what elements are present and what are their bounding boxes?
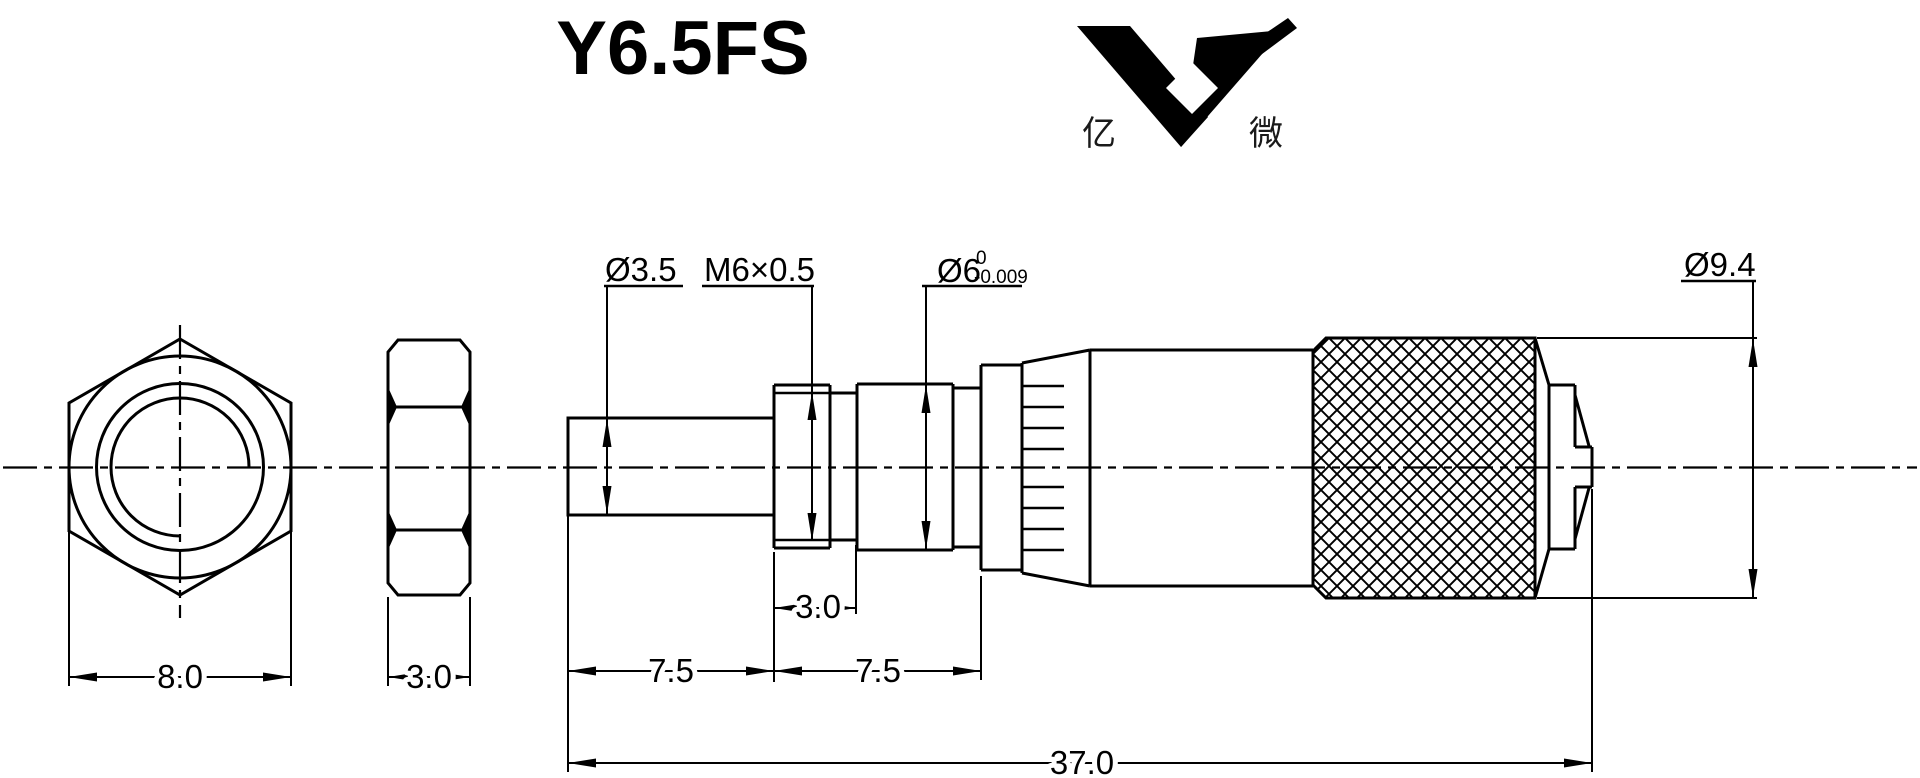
logo-diamond-hole <box>1166 62 1218 114</box>
dim-mid-length: 7.5 <box>774 576 982 694</box>
dim-hex-across-flats: 8.0 <box>68 531 292 700</box>
collar-section <box>979 363 1022 572</box>
serrated-cone <box>1020 348 1092 588</box>
dimensions: Ø3.5 M6×0.5 Ø6 0 -0.009 <box>68 246 1758 778</box>
dia-tip-label: Ø3.5 <box>605 251 677 288</box>
barrel-section <box>855 382 955 552</box>
thread-label: M6×0.5 <box>704 251 815 288</box>
tolerance-lower: -0.009 <box>974 267 1028 288</box>
dim-tip-length: 7.5 <box>567 516 774 772</box>
chamfer-dart <box>388 387 397 427</box>
tolerance-upper: 0 <box>976 248 987 269</box>
rear-end-slot <box>1573 385 1594 549</box>
dim-thread-length: 3.0 <box>773 545 857 682</box>
logo-slash <box>1238 18 1297 63</box>
dim-dia-knurl: Ø9.4 <box>1537 246 1758 599</box>
rear-cone <box>1533 337 1575 599</box>
relief-step <box>830 391 857 542</box>
nut-profile <box>386 338 472 597</box>
dim-nut-thickness: 3.0 <box>387 597 471 700</box>
mid-length-value: 7.5 <box>855 652 901 689</box>
dim-thread: M6×0.5 <box>702 251 817 541</box>
tip-shaft <box>566 416 774 517</box>
dia-knurl-label: Ø9.4 <box>1684 246 1756 283</box>
dim-dia-tip: Ø3.5 <box>602 251 683 514</box>
logo-right-wing <box>1181 30 1283 147</box>
thread-arc <box>109 396 251 538</box>
second-step <box>953 386 981 549</box>
chamfer-dart <box>461 387 470 427</box>
chamfer-dart <box>388 510 397 550</box>
dia-barrel-label: Ø6 <box>937 252 981 289</box>
tip-length-value: 7.5 <box>648 652 694 689</box>
logo-char-right: 微 <box>1249 115 1283 153</box>
part-number-title: Y6.5FS <box>556 6 809 91</box>
hex-side-view <box>386 338 472 597</box>
threaded-section <box>772 383 832 550</box>
nut-thickness-value: 3.0 <box>406 658 452 695</box>
hex-front-view <box>67 325 293 618</box>
company-logo: 亿 微 <box>1077 18 1297 153</box>
thread-length-value: 3.0 <box>795 588 841 625</box>
logo-left-wing <box>1077 26 1208 147</box>
connector-side-view <box>566 336 1594 600</box>
knurled-sleeve <box>1311 336 1537 600</box>
hex-across-flats-value: 8.0 <box>157 658 203 695</box>
logo-char-left: 亿 <box>1082 115 1116 153</box>
overall-length-value: 37.0 <box>1050 744 1114 778</box>
dim-dia-barrel: Ø6 0 -0.009 <box>921 248 1028 549</box>
dim-overall-length: 37.0 <box>568 489 1593 778</box>
chamfer-dart <box>461 510 470 550</box>
